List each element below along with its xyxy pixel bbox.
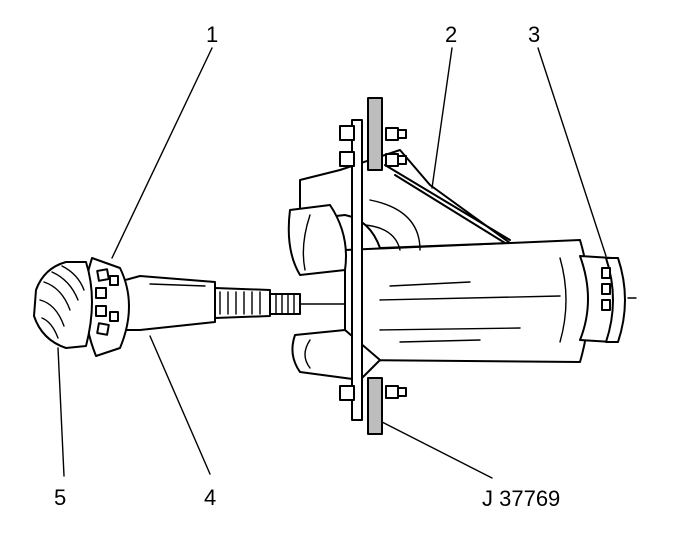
leader-5 xyxy=(57,347,65,477)
bolt-top-lower xyxy=(339,151,407,167)
callout-labels: 1 2 3 4 5 J 37769 xyxy=(54,22,560,511)
pinion-shaft xyxy=(112,275,346,331)
callout-4: 4 xyxy=(204,485,216,510)
bolt-bottom xyxy=(339,385,407,401)
callout-tool-number: J 37769 xyxy=(482,486,560,511)
pinion-gear xyxy=(33,261,93,349)
leader-1 xyxy=(111,47,213,259)
callout-1: 1 xyxy=(206,22,218,47)
installer-base-plate xyxy=(339,97,407,435)
leader-tool xyxy=(381,421,493,479)
callout-2: 2 xyxy=(445,22,457,47)
leader-3 xyxy=(537,47,607,257)
callout-3: 3 xyxy=(528,22,540,47)
tool-housing xyxy=(287,149,590,381)
rear-pinion-bearing xyxy=(83,257,130,357)
front-bearing-cup xyxy=(579,255,637,343)
leader-4 xyxy=(149,335,211,475)
leader-lines xyxy=(57,47,607,479)
callout-5: 5 xyxy=(54,485,66,510)
leader-2 xyxy=(431,47,453,189)
bolt-top-upper xyxy=(339,125,407,141)
